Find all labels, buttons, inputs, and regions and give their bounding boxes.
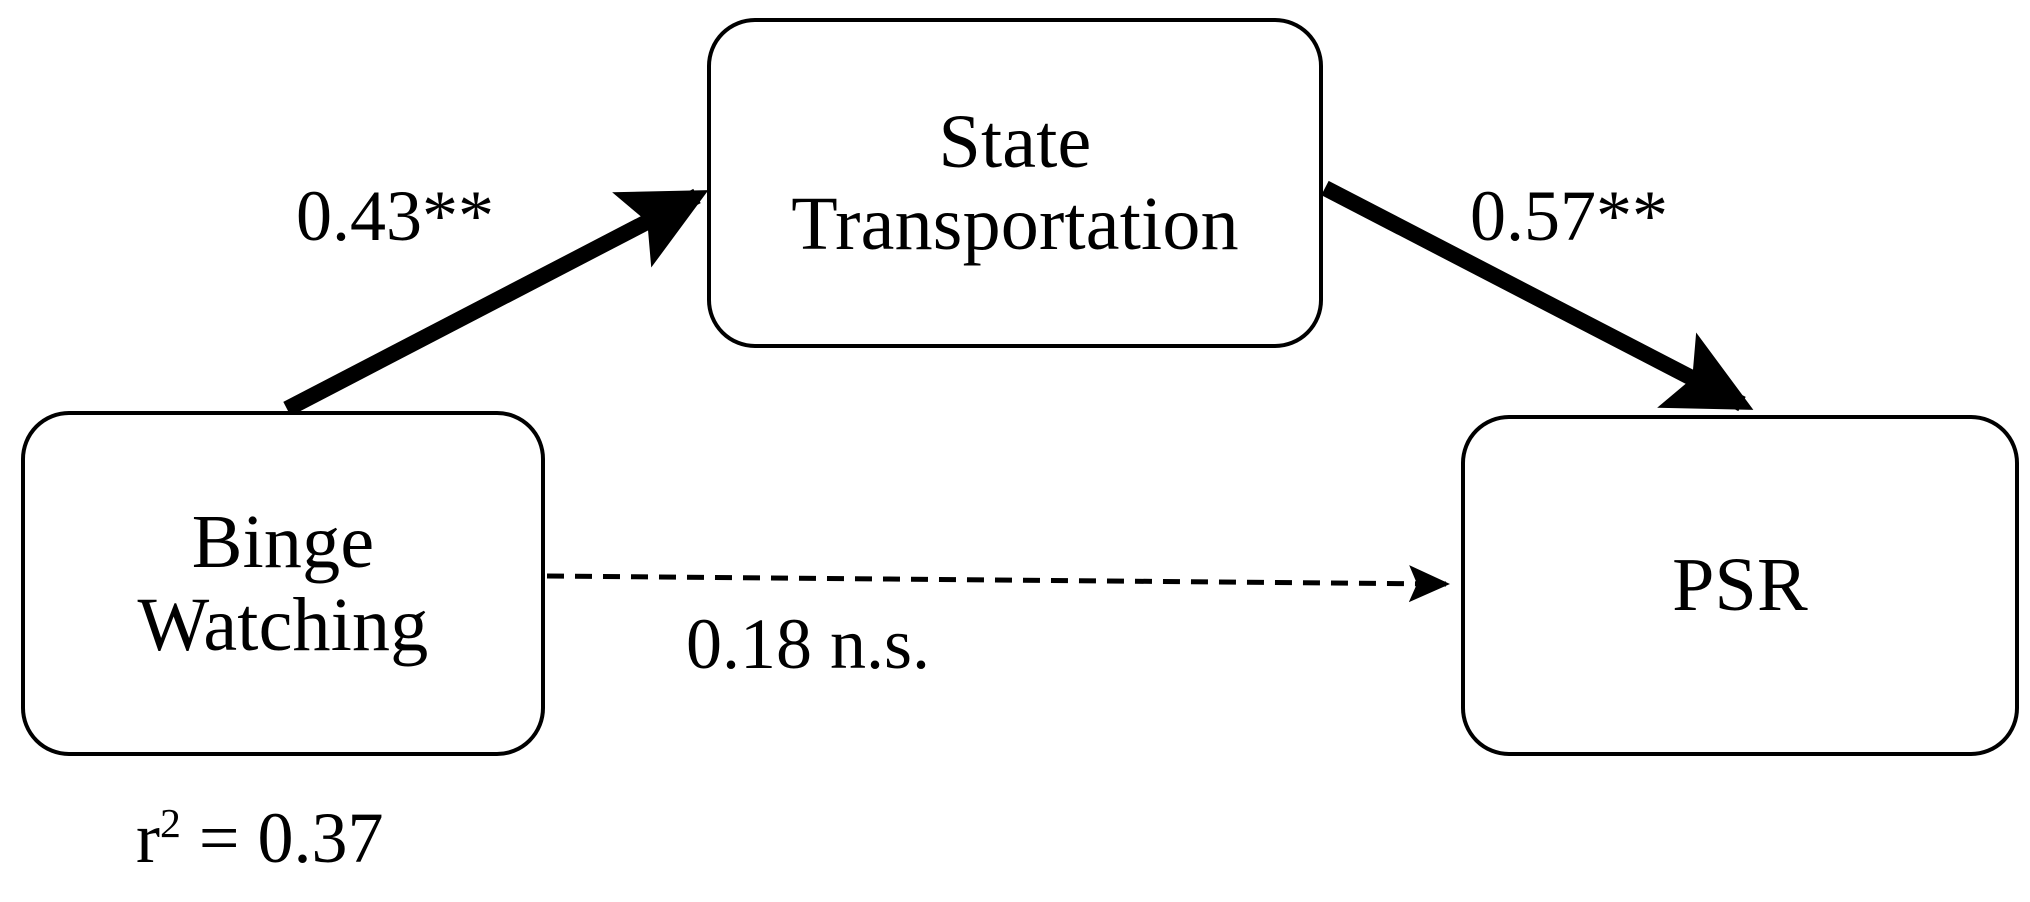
r-squared-value: 0.37	[257, 798, 384, 878]
node-binge-watching[interactable]: Binge Watching	[21, 411, 545, 756]
node-psr[interactable]: PSR	[1461, 415, 2019, 756]
r-squared-equals: =	[180, 798, 258, 878]
edge-b-path	[1321, 180, 1754, 412]
edge-label-b-path: 0.57**	[1470, 176, 1668, 256]
r-squared-exponent: 2	[159, 801, 181, 847]
edge-label-c-path-direct: 0.18 n.s.	[686, 604, 931, 684]
node-binge-watching-label: Binge Watching	[137, 500, 429, 667]
edge-c-path-direct	[546, 565, 1450, 603]
edge-a-path	[283, 188, 709, 417]
node-state-transportation-label: State Transportation	[791, 99, 1239, 266]
r-squared-annotation: r2 = 0.37	[136, 802, 383, 874]
node-state-transportation[interactable]: State Transportation	[707, 18, 1323, 348]
edge-label-a-path: 0.43**	[296, 176, 494, 256]
node-psr-label: PSR	[1672, 543, 1808, 628]
r-squared-symbol: r	[136, 798, 160, 878]
